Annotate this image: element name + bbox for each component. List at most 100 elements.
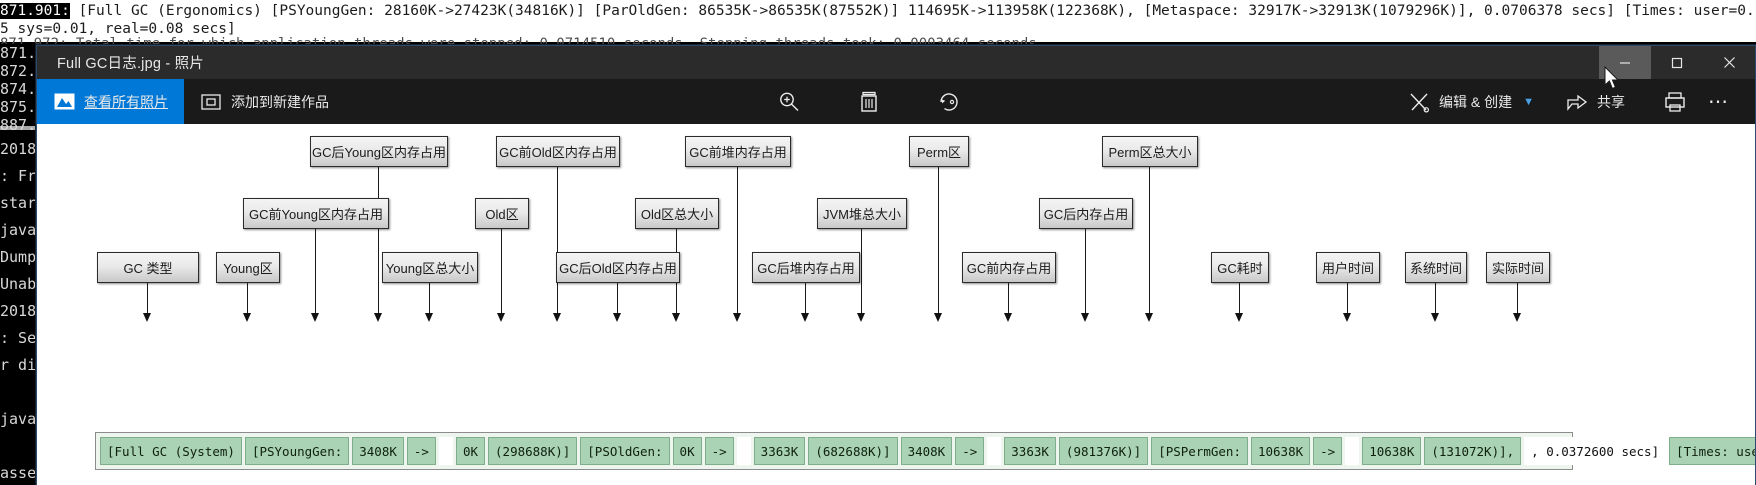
terminal-faint-line: 871.972: Total time for which applicatio… xyxy=(0,36,1037,46)
view-all-photos-label: 查看所有照片 xyxy=(84,93,168,110)
log-token: [PSOldGen: xyxy=(580,437,670,465)
log-token: 3408K xyxy=(352,437,404,465)
annotation-label-text: Young区 xyxy=(223,261,273,276)
annotation-label: GC前内存占用 xyxy=(962,252,1056,283)
log-token: (981376K)] xyxy=(1058,437,1149,465)
connector-line xyxy=(429,283,430,313)
annotation-label: GC 类型 xyxy=(97,252,199,283)
window-title: Full GC日志.jpg - 照片 xyxy=(57,56,205,72)
connector-arrowhead xyxy=(143,313,151,322)
connector-line xyxy=(737,167,738,313)
annotation-label-text: GC后Old区内存占用 xyxy=(559,261,677,276)
gc-log-token-bar: [Full GC (System)[PSYoungGen:3408K->0K(2… xyxy=(95,432,1755,470)
annotation-label-text: GC后Young区内存占用 xyxy=(312,145,446,160)
annotation-label-text: JVM堆总大小 xyxy=(823,207,902,222)
annotation-label: GC后Young区内存占用 xyxy=(310,136,448,167)
log-token: 10638K xyxy=(1250,437,1311,465)
add-to-creation-button[interactable]: 添加到新建作品 xyxy=(184,79,345,124)
annotation-label: 系统时间 xyxy=(1405,252,1467,283)
connector-line xyxy=(617,283,618,313)
connector-arrowhead xyxy=(1513,313,1521,322)
window-titlebar[interactable]: Full GC日志.jpg - 照片 xyxy=(37,46,1755,79)
annotation-label-text: Perm区总大小 xyxy=(1108,145,1192,160)
connector-line xyxy=(147,283,148,313)
maximize-button[interactable] xyxy=(1651,46,1703,79)
photos-viewer-window: Full GC日志.jpg - 照片 查看所有照片 xyxy=(36,45,1756,485)
annotation-label: GC耗时 xyxy=(1211,252,1269,283)
connector-arrowhead xyxy=(425,313,433,322)
add-to-creation-label: 添加到新建作品 xyxy=(231,93,329,110)
connector-line xyxy=(1008,283,1009,313)
log-token: 3363K xyxy=(753,437,806,465)
connector-line xyxy=(1517,283,1518,313)
connector-arrowhead xyxy=(857,313,865,322)
log-token: -> xyxy=(704,437,734,465)
zoom-in-icon[interactable] xyxy=(767,79,811,124)
connector-line xyxy=(247,283,248,313)
connector-line xyxy=(1347,283,1348,313)
log-token: [PSPermGen: xyxy=(1151,437,1248,465)
log-token: -> xyxy=(1313,437,1343,465)
photo-collection-icon xyxy=(53,91,75,113)
annotation-label-text: 实际时间 xyxy=(1492,261,1545,276)
log-token: -> xyxy=(406,437,436,465)
connector-arrowhead xyxy=(553,313,561,322)
log-token: 0K xyxy=(672,437,702,465)
print-icon[interactable] xyxy=(1653,79,1697,124)
view-all-photos-button[interactable]: 查看所有照片 xyxy=(37,79,184,124)
log-token: (298688K)] xyxy=(488,437,578,465)
connector-arrowhead xyxy=(497,313,505,322)
log-token: 10638K xyxy=(1362,437,1422,465)
toolbar-spacer-right xyxy=(979,79,1393,124)
share-button[interactable]: 共享 xyxy=(1550,79,1641,124)
rotate-icon[interactable] xyxy=(927,79,971,124)
connector-arrowhead xyxy=(1235,313,1243,322)
connector-line xyxy=(805,283,806,313)
log-token xyxy=(736,437,751,465)
annotation-label-text: GC耗时 xyxy=(1217,261,1263,276)
annotation-label-text: Old区 xyxy=(485,207,519,222)
connector-line xyxy=(557,167,558,313)
delete-icon[interactable] xyxy=(847,79,891,124)
annotation-label-text: Young区总大小 xyxy=(385,261,475,276)
edit-and-create-button[interactable]: 编辑 & 创建 ▼ xyxy=(1392,79,1550,124)
annotation-label-text: GC后内存占用 xyxy=(1043,207,1129,222)
photos-toolbar: 查看所有照片 添加到新建作品 xyxy=(37,79,1755,124)
annotation-label-text: GC前Young区内存占用 xyxy=(249,207,383,222)
annotation-label-text: 用户时间 xyxy=(1322,261,1375,276)
connector-arrowhead xyxy=(243,313,251,322)
share-icon xyxy=(1566,91,1588,113)
connector-arrowhead xyxy=(801,313,809,322)
connector-arrowhead xyxy=(672,313,680,322)
close-button[interactable] xyxy=(1703,46,1755,79)
terminal-top-line-2: 5 sys=0.01, real=0.08 secs] xyxy=(0,21,236,37)
more-options-icon[interactable]: ⋯ xyxy=(1708,91,1731,113)
log-token: [Times: user=0.03 xyxy=(1669,437,1755,465)
minimize-button[interactable] xyxy=(1599,46,1651,79)
connector-arrowhead xyxy=(934,313,942,322)
annotation-label-text: GC前内存占用 xyxy=(966,261,1052,276)
annotation-label-text: GC 类型 xyxy=(123,261,173,276)
annotation-label: GC前Young区内存占用 xyxy=(243,198,389,229)
terminal-timestamp: 871.901: xyxy=(0,3,70,19)
annotation-label: Young区 xyxy=(216,252,280,283)
edit-and-create-label: 编辑 & 创建 xyxy=(1439,93,1513,110)
annotation-label: JVM堆总大小 xyxy=(817,198,907,229)
annotation-label: Old区总大小 xyxy=(635,198,719,229)
connector-line xyxy=(378,167,379,313)
log-token: , 0.0372600 secs] xyxy=(1524,437,1667,465)
add-to-album-icon xyxy=(200,91,222,113)
chevron-down-icon[interactable]: ▼ xyxy=(1523,95,1535,108)
annotation-label: GC前Old区内存占用 xyxy=(496,136,620,167)
annotation-label: GC后Old区内存占用 xyxy=(556,252,680,283)
log-token xyxy=(438,437,453,465)
connector-line xyxy=(1239,283,1240,313)
edit-create-icon xyxy=(1408,91,1430,113)
connector-arrowhead xyxy=(1431,313,1439,322)
connector-arrowhead xyxy=(311,313,319,322)
connector-line xyxy=(1149,167,1150,313)
annotation-label-text: Old区总大小 xyxy=(640,207,714,222)
toolbar-spacer-left xyxy=(345,79,759,124)
annotation-label: Perm区 xyxy=(909,136,969,167)
